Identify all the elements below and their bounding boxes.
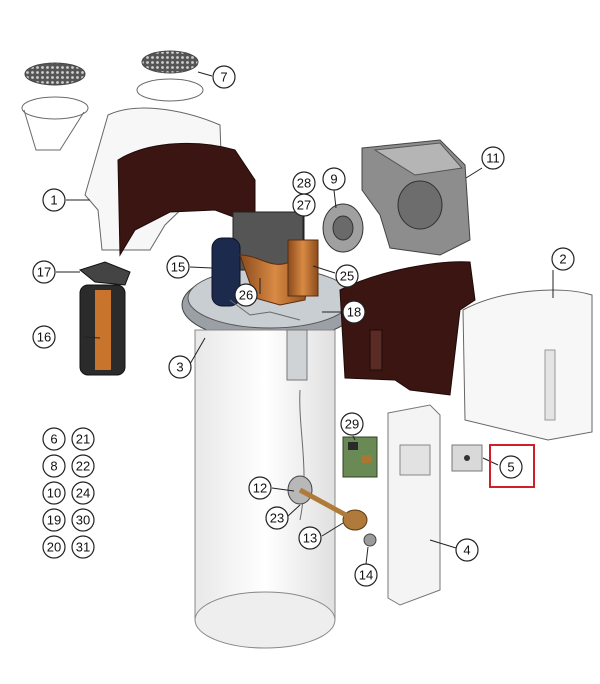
svg-text:13: 13 <box>303 531 317 546</box>
legend-item: 10 <box>42 481 66 505</box>
callout-27: 27 <box>292 193 316 217</box>
svg-text:18: 18 <box>347 305 361 320</box>
callout-16: 16 <box>32 325 56 349</box>
svg-text:22: 22 <box>76 459 90 474</box>
callout-14: 14 <box>354 563 378 587</box>
svg-text:24: 24 <box>76 486 90 501</box>
svg-text:30: 30 <box>76 513 90 528</box>
callout-2: 2 <box>551 247 575 271</box>
legend-item: 19 <box>42 508 66 532</box>
svg-text:3: 3 <box>176 360 183 375</box>
callout-13: 13 <box>298 526 322 550</box>
callout-1: 1 <box>42 188 66 212</box>
svg-text:8: 8 <box>50 459 57 474</box>
svg-text:5: 5 <box>507 460 514 475</box>
svg-text:27: 27 <box>297 198 311 213</box>
top-cover-part <box>84 107 256 257</box>
callout-15: 15 <box>166 255 190 279</box>
insulation-block-part <box>79 284 126 376</box>
heating-element-part <box>287 475 377 547</box>
svg-text:12: 12 <box>253 481 267 496</box>
callout-26: 26 <box>234 283 258 307</box>
svg-text:16: 16 <box>37 330 51 345</box>
fan-housing-part <box>361 139 471 256</box>
callout-4: 4 <box>455 538 479 562</box>
svg-text:2: 2 <box>559 252 566 267</box>
callout-12: 12 <box>248 476 272 500</box>
legend-item: 6 <box>42 427 66 451</box>
callout-11: 11 <box>481 146 505 170</box>
callout-9: 9 <box>322 167 346 191</box>
svg-text:1: 1 <box>50 193 57 208</box>
legend-item: 22 <box>71 454 95 478</box>
callout-29: 29 <box>340 412 364 436</box>
legend-item: 30 <box>71 508 95 532</box>
svg-text:31: 31 <box>76 540 90 555</box>
callout-7: 7 <box>212 65 236 89</box>
legend-item: 21 <box>71 427 95 451</box>
svg-text:6: 6 <box>50 432 57 447</box>
svg-text:21: 21 <box>76 432 90 447</box>
callout-3: 3 <box>168 355 192 379</box>
svg-text:7: 7 <box>220 70 227 85</box>
legend-item: 8 <box>42 454 66 478</box>
legend-item: 31 <box>71 535 95 559</box>
svg-text:4: 4 <box>463 543 470 558</box>
svg-text:15: 15 <box>171 260 185 275</box>
svg-text:14: 14 <box>359 568 373 583</box>
callout-23: 23 <box>265 506 289 530</box>
grille-right-part <box>136 50 204 102</box>
tank-part <box>194 329 336 649</box>
cover-plate-part <box>78 261 131 286</box>
front-panel-part <box>387 404 441 606</box>
leader-lines <box>56 71 554 565</box>
svg-text:11: 11 <box>486 151 500 166</box>
svg-text:25: 25 <box>340 269 354 284</box>
compressor-assembly-part <box>211 211 319 321</box>
control-board-part <box>342 436 378 478</box>
svg-text:23: 23 <box>270 511 284 526</box>
callout-17: 17 <box>32 260 56 284</box>
callout-28: 28 <box>292 171 316 195</box>
callout-18: 18 <box>342 300 366 324</box>
svg-text:17: 17 <box>37 265 51 280</box>
svg-text:28: 28 <box>297 176 311 191</box>
legend-item: 24 <box>71 481 95 505</box>
svg-text:29: 29 <box>345 417 359 432</box>
svg-text:20: 20 <box>47 540 61 555</box>
legend-item: 20 <box>42 535 66 559</box>
insulation-panels-part <box>339 261 476 396</box>
svg-text:19: 19 <box>47 513 61 528</box>
part-number-legend: 6 21 8 22 10 24 19 30 20 31 <box>42 427 95 559</box>
svg-text:10: 10 <box>47 486 61 501</box>
svg-text:26: 26 <box>239 288 253 303</box>
svg-text:9: 9 <box>330 172 337 187</box>
grille-left-part <box>21 62 89 151</box>
callout-25: 25 <box>335 264 359 288</box>
control-panel-part <box>451 444 483 472</box>
callout-5: 5 <box>499 455 523 479</box>
fan-part <box>322 203 364 253</box>
front-cover-part <box>462 289 593 441</box>
